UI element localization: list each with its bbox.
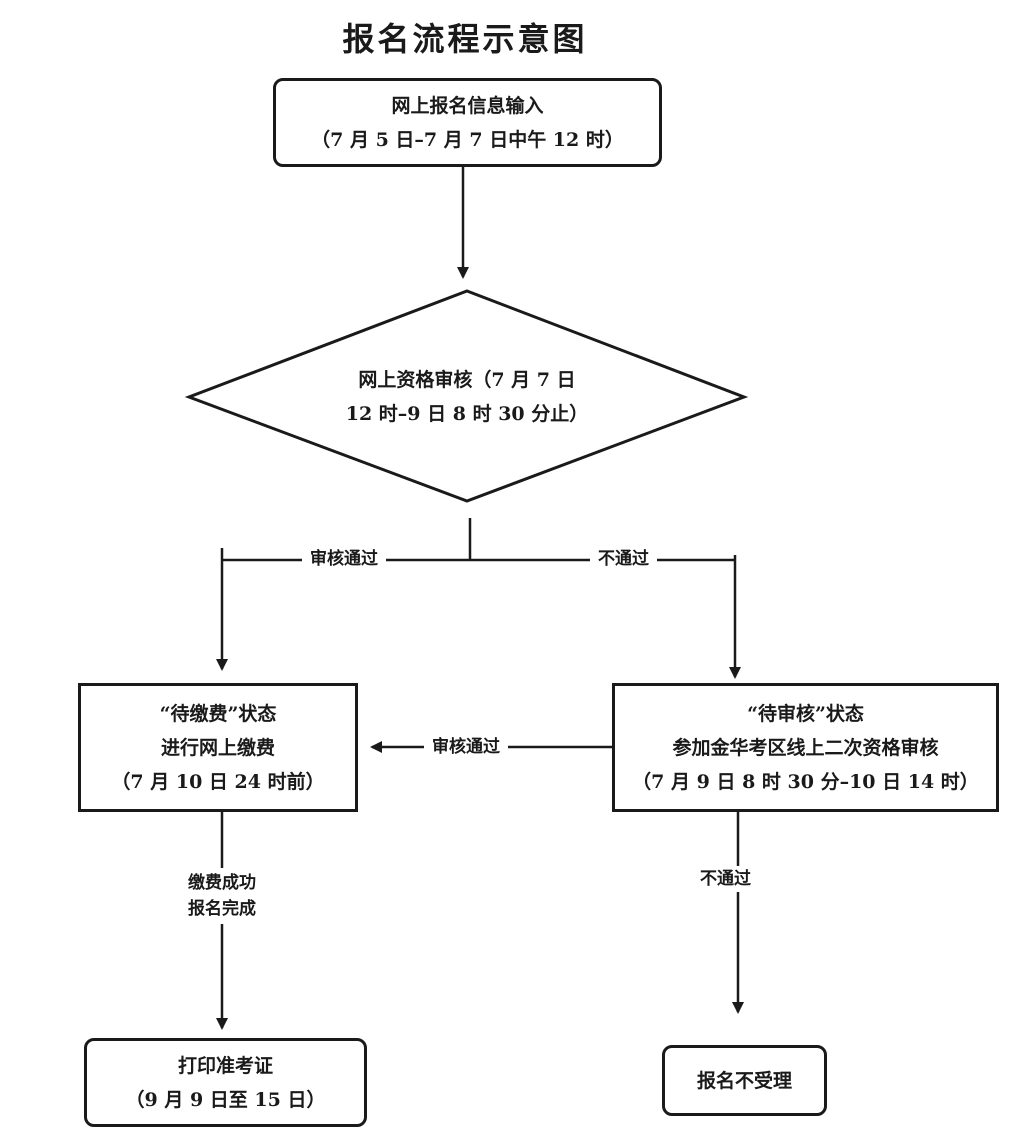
node-pending-payment-line3: （7 月 10 日 24 时前） [111, 770, 325, 793]
node-print-ticket: 打印准考证 （9 月 9 日至 15 日） [84, 1038, 367, 1127]
edge-label-payment-success: 缴费成功 报名完成 [168, 868, 276, 924]
edge-label-payment-success-line2: 报名完成 [188, 899, 256, 919]
edge-label-pass: 审核通过 [302, 546, 386, 572]
edge-label-second-fail: 不通过 [694, 866, 757, 892]
edge-label-fail: 不通过 [590, 546, 657, 572]
review-diamond [184, 289, 749, 503]
node-print-ticket-line1: 打印准考证 [177, 1054, 273, 1077]
node-pending-review: “待审核”状态 参加金华考区线上二次资格审核 （7 月 9 日 8 时 30 分… [612, 683, 999, 812]
node-qualification-review-line2: 12 时–9 日 8 时 30 分止） [345, 403, 589, 425]
node-print-ticket-line2: （9 月 9 日至 15 日） [125, 1088, 326, 1111]
node-qualification-review-line1: 网上资格审核（7 月 7 日 [358, 369, 576, 391]
node-registration-rejected: 报名不受理 [662, 1045, 827, 1116]
page-title: 报名流程示意图 [342, 20, 588, 58]
node-pending-review-line1: “待审核”状态 [747, 702, 864, 725]
node-registration-rejected-line1: 报名不受理 [696, 1069, 792, 1092]
edge-label-second-pass: 审核通过 [424, 734, 508, 760]
node-pending-review-line3: （7 月 9 日 8 时 30 分–10 日 14 时） [632, 770, 979, 793]
node-pending-payment: “待缴费”状态 进行网上缴费 （7 月 10 日 24 时前） [78, 683, 358, 812]
node-pending-payment-line1: “待缴费”状态 [159, 702, 277, 725]
node-registration-input-line2: （7 月 5 日–7 月 7 日中午 12 时） [311, 128, 624, 151]
node-registration-input-line1: 网上报名信息输入 [391, 94, 544, 117]
node-pending-review-line2: 参加金华考区线上二次资格审核 [672, 736, 939, 759]
node-qualification-review: 网上资格审核（7 月 7 日 12 时–9 日 8 时 30 分止） [300, 345, 634, 449]
edge-label-payment-success-line1: 缴费成功 [188, 873, 256, 893]
node-pending-payment-line2: 进行网上缴费 [160, 736, 275, 759]
node-registration-input: 网上报名信息输入 （7 月 5 日–7 月 7 日中午 12 时） [273, 78, 662, 167]
